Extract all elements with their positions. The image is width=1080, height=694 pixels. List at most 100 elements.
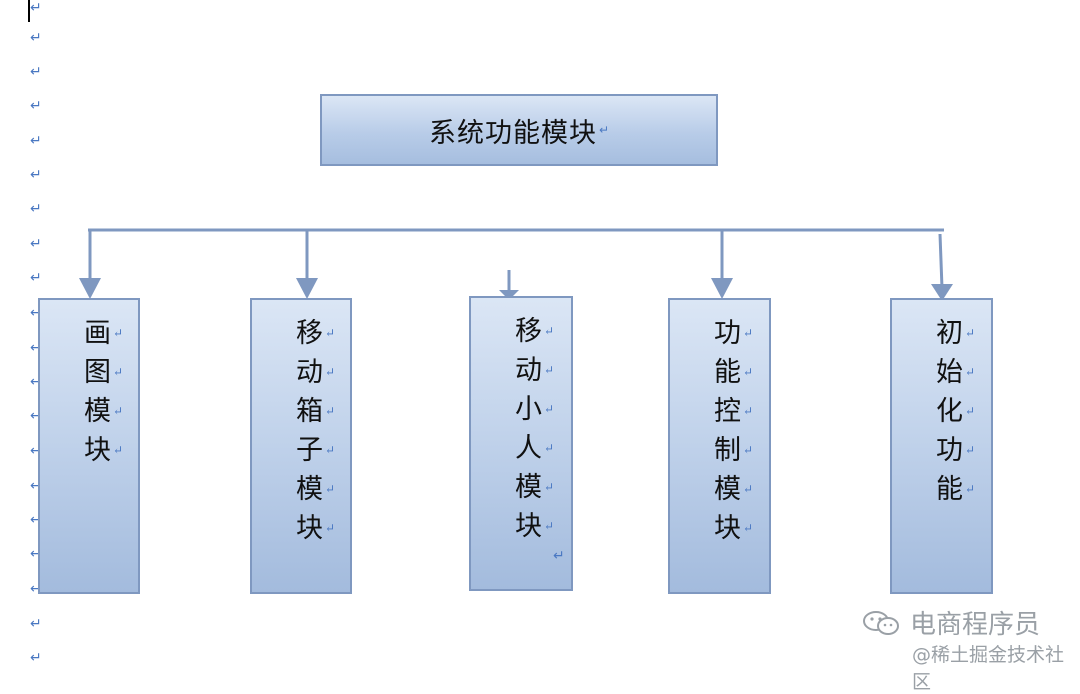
node-character-glyph: 模 <box>84 396 111 427</box>
node-character: 块↵ <box>84 431 123 470</box>
node-character: 化↵ <box>936 392 975 431</box>
node-character: 子↵ <box>296 431 335 470</box>
node-character: 图↵ <box>84 353 123 392</box>
node-character: 人↵ <box>515 429 554 468</box>
arrowhead-4 <box>711 278 733 299</box>
paragraph-mark: ↵ <box>743 482 754 496</box>
paragraph-mark: ↵ <box>30 30 42 46</box>
node-character-glyph: 子 <box>296 435 323 466</box>
node-character-glyph: 动 <box>515 355 542 386</box>
paragraph-mark: ↵ <box>598 123 610 137</box>
paragraph-mark: ↵ <box>965 443 976 457</box>
node-character-glyph: 人 <box>515 433 542 464</box>
root-node-box: 系统功能模块↵ <box>320 94 718 166</box>
child-node-label-column: 功↵能↵控↵制↵模↵块↵ <box>714 314 753 548</box>
paragraph-mark: ↵ <box>965 365 976 379</box>
child-node-box-moving-module: 移↵动↵箱↵子↵模↵块↵ <box>250 298 352 594</box>
node-character-glyph: 功 <box>936 435 963 466</box>
child-node-control-module: 功↵能↵控↵制↵模↵块↵ <box>668 298 771 594</box>
node-character: 模↵ <box>714 470 753 509</box>
node-character: 移↵ <box>515 312 554 351</box>
arrowhead-2 <box>296 278 318 299</box>
wechat-icon <box>863 610 899 635</box>
paragraph-mark: ↵ <box>743 365 754 379</box>
node-character-glyph: 图 <box>84 357 111 388</box>
paragraph-mark: ↵ <box>30 650 42 666</box>
node-character-glyph: 块 <box>714 513 741 544</box>
paragraph-mark: ↵ <box>325 443 336 457</box>
node-character: 能↵ <box>936 470 975 509</box>
child-node-initialization: 初↵始↵化↵功↵能↵ <box>890 298 993 594</box>
node-character-glyph: 初 <box>936 318 963 349</box>
watermark-site-credit: @稀土掘金技术社区 <box>910 640 1080 694</box>
wechat-watermark: 电商程序员 <box>862 604 1040 641</box>
paragraph-mark: ↵ <box>113 404 124 418</box>
node-character-glyph: 移 <box>296 318 323 349</box>
paragraph-mark: ↵ <box>544 519 555 533</box>
node-character: 动↵ <box>515 351 554 390</box>
paragraph-mark: ↵ <box>743 521 754 535</box>
paragraph-mark: ↵ <box>965 404 976 418</box>
paragraph-mark: ↵ <box>30 340 42 356</box>
paragraph-mark: ↵ <box>965 482 976 496</box>
node-character-glyph: 画 <box>84 318 111 349</box>
paragraph-mark: ↵ <box>30 374 42 390</box>
node-character-glyph: 功 <box>714 318 741 349</box>
paragraph-mark: ↵ <box>30 64 42 80</box>
paragraph-mark: ↵ <box>30 270 42 286</box>
paragraph-mark: ↵ <box>113 443 124 457</box>
paragraph-mark: ↵ <box>553 548 565 564</box>
node-character: 控↵ <box>714 392 753 431</box>
paragraph-mark: ↵ <box>30 581 42 597</box>
paragraph-mark: ↵ <box>325 326 336 340</box>
node-character-glyph: 块 <box>515 511 542 542</box>
node-character-glyph: 能 <box>714 357 741 388</box>
arrowhead-1 <box>79 278 101 299</box>
node-character: 移↵ <box>296 314 335 353</box>
paragraph-mark: ↵ <box>965 326 976 340</box>
paragraph-mark: ↵ <box>30 236 42 252</box>
root-node-label: 系统功能模块 <box>428 117 597 149</box>
child-node-person-moving-module: 移↵动↵小↵人↵模↵块↵ ↵ <box>469 296 573 591</box>
paragraph-mark: ↵ <box>325 482 336 496</box>
node-character-glyph: 移 <box>515 316 542 347</box>
paragraph-mark: ↵ <box>30 201 42 217</box>
paragraph-mark: ↵ <box>30 167 42 183</box>
node-character-glyph: 控 <box>714 396 741 427</box>
node-character-glyph: 块 <box>296 513 323 544</box>
paragraph-mark: ↵ <box>544 324 555 338</box>
child-node-label-column: 移↵动↵箱↵子↵模↵块↵ <box>296 314 335 548</box>
node-character: 块↵ <box>515 507 554 546</box>
paragraph-mark: ↵ <box>30 408 42 424</box>
paragraph-mark: ↵ <box>743 326 754 340</box>
paragraph-mark: ↵ <box>30 98 42 114</box>
paragraph-mark: ↵ <box>30 512 42 528</box>
child-node-label-column: 移↵动↵小↵人↵模↵块↵ <box>515 312 554 546</box>
node-character: 箱↵ <box>296 392 335 431</box>
node-character-glyph: 模 <box>714 474 741 505</box>
node-character: 小↵ <box>515 390 554 429</box>
paragraph-mark: ↵ <box>544 480 555 494</box>
node-character-glyph: 始 <box>936 357 963 388</box>
node-character-glyph: 制 <box>714 435 741 466</box>
node-character: 模↵ <box>296 470 335 509</box>
node-character: 始↵ <box>936 353 975 392</box>
paragraph-mark: ↵ <box>743 443 754 457</box>
node-character-glyph: 能 <box>936 474 963 505</box>
node-character: 能↵ <box>714 353 753 392</box>
watermark-channel-name: 电商程序员 <box>910 610 1041 640</box>
paragraph-mark: ↵ <box>30 443 42 459</box>
child-node-drawing-module: 画↵图↵模↵块↵ <box>38 298 140 594</box>
node-character-glyph: 化 <box>936 396 963 427</box>
node-character: 模↵ <box>515 468 554 507</box>
arrowhead-5 <box>931 284 953 301</box>
connector-lines <box>79 228 953 301</box>
node-character-glyph: 小 <box>515 394 542 425</box>
child-node-label-column: 画↵图↵模↵块↵ <box>84 314 123 470</box>
paragraph-mark: ↵ <box>743 404 754 418</box>
node-character: 动↵ <box>296 353 335 392</box>
paragraph-mark: ↵ <box>113 365 124 379</box>
node-character-glyph: 动 <box>296 357 323 388</box>
connector-arrow-5 <box>938 233 944 289</box>
node-character: 功↵ <box>936 431 975 470</box>
